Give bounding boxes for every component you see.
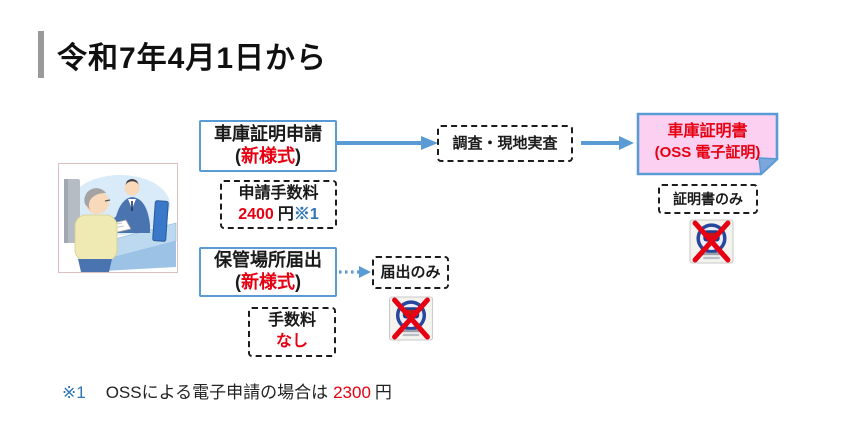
certificate-box-line1: 車庫証明書: [667, 122, 748, 140]
title-accent-bar: [38, 31, 44, 78]
dotted-arrow-notification-icon: [338, 264, 372, 280]
application-fee-label: 申請手数料: [238, 184, 319, 202]
abolished-parking-sticker-icon: [388, 296, 434, 341]
footnote-amount: 2300: [333, 383, 371, 402]
footnote-unit: 円: [374, 383, 392, 402]
garage-certificate-result-box: 車庫証明書 (OSS 電子証明): [636, 112, 779, 176]
certificate-only-box: 証明書のみ: [658, 184, 758, 214]
notification-fee-value: なし: [275, 333, 308, 350]
footnote-ref: ※1: [293, 205, 319, 223]
footnote-marker: ※1: [62, 383, 86, 402]
arrow-application-to-inspection-icon: [335, 134, 439, 152]
new-format-label: 新様式: [241, 272, 295, 292]
application-box-line1: 車庫証明申請: [214, 124, 322, 145]
notification-only-box: 届出のみ: [372, 256, 449, 289]
folded-note-shape: [636, 112, 779, 176]
notification-fee-label: 手数料: [267, 312, 316, 330]
notification-only-label: 届出のみ: [380, 263, 441, 281]
new-format-label: 新様式: [241, 146, 295, 166]
certificate-box-line2: (OSS 電子証明): [654, 143, 761, 161]
footnote-text: OSSによる電子申請の場合は: [105, 383, 329, 402]
notification-box-line1: 保管場所届出: [214, 250, 322, 271]
page-title: 令和7年4月1日から: [57, 42, 328, 75]
inspection-box: 調査・現地実査: [437, 125, 573, 162]
counter-consultation-illustration: [58, 163, 178, 273]
notification-box-line2: (新様式): [235, 272, 301, 292]
abolished-parking-sticker-icon: [689, 219, 734, 264]
garage-certificate-application-box: 車庫証明申請 (新様式): [199, 120, 337, 172]
storage-location-notification-box: 保管場所届出 (新様式): [199, 247, 337, 297]
notification-fee-box: 手数料 なし: [248, 307, 336, 357]
application-box-line2: (新様式): [235, 146, 301, 166]
certificate-box-text: 車庫証明書 (OSS 電子証明): [636, 112, 779, 176]
certificate-only-label: 証明書のみ: [673, 190, 743, 207]
inspection-label: 調査・現地実査: [452, 134, 558, 152]
arrow-inspection-to-certificate-icon: [579, 134, 635, 152]
